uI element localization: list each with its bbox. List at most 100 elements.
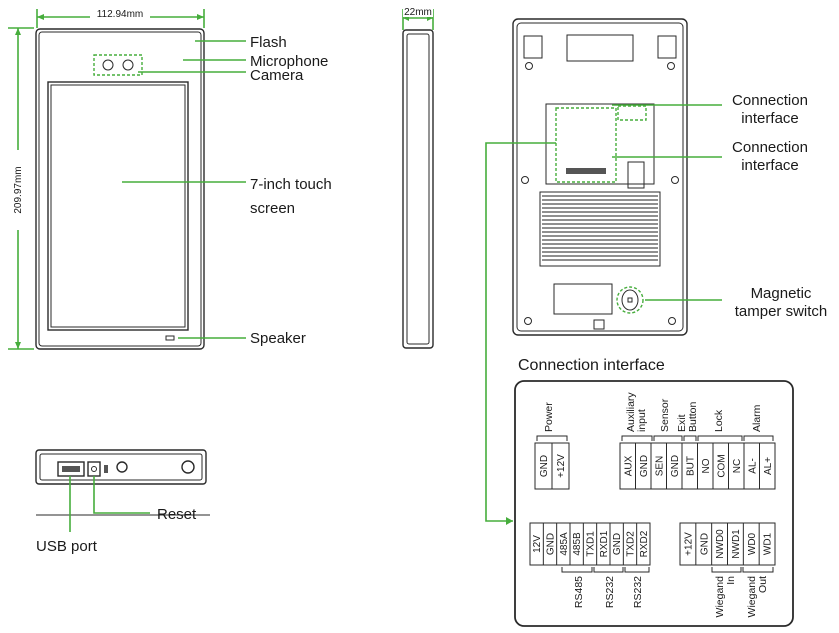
alarm-group-label: Alarm [751,404,763,432]
top-terminal-dividers [551,443,760,489]
rear-bracket-left [523,35,543,59]
sensor-group-label: Sensor [659,398,671,432]
tamper-switch [621,289,639,311]
aux-bracket [621,435,653,441]
conn1-label-line1: Connection [732,92,808,109]
rear-grille-lines [542,195,658,261]
wiegand-terminal: NWD0 [715,529,726,559]
serial-terminal-block [529,522,651,566]
tamper-highlight [616,286,644,314]
wiegand-terminal: GND [699,533,710,555]
lock-group-label: Lock [713,409,725,432]
io-terminal: AL+ [763,457,774,475]
side-view: 22mm [402,7,434,349]
panel-title: Connection interface [518,357,665,374]
bottom-group-brackets [561,567,774,573]
rear-bottom-notch [593,319,605,330]
reset-hole [87,461,101,477]
panel-leader-arrow [506,517,513,525]
serial-terminal: 485B [572,532,583,556]
rear-connector-pins [566,168,606,174]
rear-connector-tab [627,161,645,189]
reset-leader [93,476,150,514]
rear-screw-tl [525,62,533,70]
rs232a-bracket [593,567,624,573]
io-terminal: GND [639,455,650,477]
wiegand-out-label-line1: Wiegand [746,576,758,618]
screen-label-line1: 7-inch touch [250,176,332,193]
rear-body [512,18,688,336]
io-terminal: NC [732,459,743,473]
rear-bezel [516,22,684,332]
camera-highlight [93,54,143,76]
conn2-label-line2: interface [741,157,799,174]
bottom-hole [181,460,195,474]
wiegand-in-label-line2: In [725,576,737,585]
wiegand-in-bracket [711,567,742,573]
rs232a-group-label: RS232 [604,576,616,608]
wiegand-terminal: +12V [683,532,694,556]
side-inner [406,33,430,345]
wiegand-terminal: WD0 [747,532,758,555]
wiegand-in-label-line1: Wiegand [714,576,726,618]
bottom-slot [104,465,108,473]
flash-label: Flash [250,34,287,51]
io-terminal: AUX [623,455,634,476]
serial-terminal: TXD2 [626,531,637,557]
dim-depth-label: 22mm [404,7,432,18]
serial-terminal: RXD1 [599,530,610,557]
exit-group-label-line2: Button [687,401,699,432]
rear-view: Connection interface Connection interfac… [485,18,828,525]
usb-port-inner [62,466,80,472]
usb-port [57,461,85,477]
conn2-label-line1: Connection [732,139,808,156]
bottom-body [35,449,207,485]
touch-screen [47,81,189,331]
io-terminal: AL- [747,458,758,474]
exit-group-label-line1: Exit [676,414,688,432]
rear-screw-mr [671,176,679,184]
camera-lens-left [102,59,114,71]
side-body [402,29,434,349]
dim-height-arrow-top [15,28,21,35]
serial-terminal: 485A [559,532,570,556]
alarm-bracket [743,435,774,441]
rear-top-label-area [566,34,634,62]
rs485-bracket [561,567,593,573]
rear-connector-highlight-right [617,105,647,121]
panel-leader [485,142,556,522]
rear-pcb [545,103,655,185]
rear-bracket-right [657,35,677,59]
dim-width-arrow-right [197,14,204,20]
bottom-view: Reset USB port [35,449,210,555]
serial-terminal: TXD1 [586,531,597,557]
rear-bottom-label-area [553,283,613,315]
speaker-label: Speaker [250,330,306,347]
power-bracket [536,435,568,441]
screen-label-line2: screen [250,200,295,217]
microphone-label: Microphone [250,53,328,70]
rear-screw-tr [667,62,675,70]
dim-height-label: 209.97mm [13,166,24,213]
wiegand-out-label-line2: Out [757,576,769,593]
dim-width-label-bg [90,8,150,20]
conn1-label-line2: interface [741,110,799,127]
bottom-screw [116,461,128,473]
dim-width-label: 112.94mm [97,9,144,20]
front-view: 112.94mm 209.97mm Flash Microphone Camer… [8,8,332,350]
speaker-slot [165,335,175,341]
serial-terminal: RXD2 [639,530,650,557]
rear-grille-frame [539,191,661,267]
io-terminal: GND [670,455,681,477]
rear-screw-bl [524,317,532,325]
tamper-label-line1: Magnetic [751,285,812,302]
wiegand-terminal: NWD1 [731,529,742,559]
panel-frame [514,380,794,627]
rear-screw-br [668,317,676,325]
rear-connector-highlight-left [555,107,617,183]
lock-bracket [697,435,743,441]
tamper-label-line2: tamper switch [735,303,828,320]
